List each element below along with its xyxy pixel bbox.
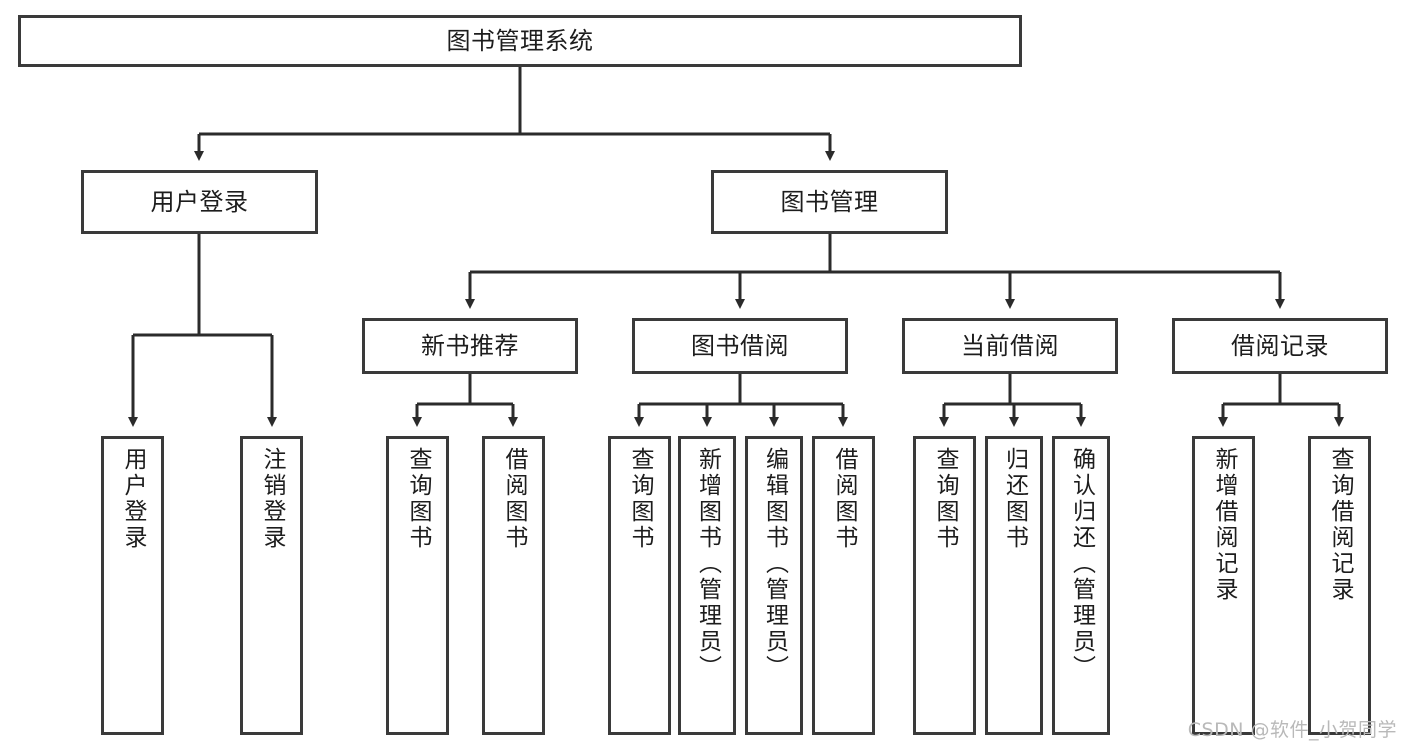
node-leaf-user-logout[interactable]: 注销登录	[240, 436, 303, 735]
node-user-login[interactable]: 用户登录	[81, 170, 318, 234]
node-leaf-query-record-label: 查询借阅记录	[1327, 447, 1353, 603]
node-root-label: 图书管理系统	[446, 26, 594, 55]
node-leaf-query-book-rec-label: 查询图书	[405, 447, 431, 551]
node-leaf-query-book-borrow[interactable]: 查询图书	[608, 436, 671, 735]
watermark-text: CSDN @软件_小贺同学	[1187, 719, 1397, 741]
node-user-login-label: 用户登录	[150, 187, 249, 216]
node-leaf-query-book-current[interactable]: 查询图书	[913, 436, 976, 735]
node-leaf-user-login-label: 用户登录	[120, 447, 146, 551]
node-leaf-edit-book-label: 编辑图书（管理员）	[761, 447, 788, 681]
node-leaf-confirm-return[interactable]: 确认归还（管理员）	[1052, 436, 1110, 735]
node-borrow-record[interactable]: 借阅记录	[1172, 318, 1388, 374]
node-book-manage[interactable]: 图书管理	[711, 170, 948, 234]
node-new-book-rec-label: 新书推荐	[421, 331, 519, 360]
node-book-borrow-label: 图书借阅	[691, 331, 789, 360]
node-new-book-rec[interactable]: 新书推荐	[362, 318, 578, 374]
node-current-borrow[interactable]: 当前借阅	[902, 318, 1118, 374]
node-leaf-query-record[interactable]: 查询借阅记录	[1308, 436, 1371, 735]
node-leaf-add-book[interactable]: 新增图书（管理员）	[678, 436, 736, 735]
node-leaf-add-record[interactable]: 新增借阅记录	[1192, 436, 1255, 735]
node-book-borrow[interactable]: 图书借阅	[632, 318, 848, 374]
node-leaf-add-book-label: 新增图书（管理员）	[694, 447, 721, 681]
node-leaf-user-logout-label: 注销登录	[259, 447, 285, 551]
node-leaf-add-record-label: 新增借阅记录	[1211, 447, 1237, 603]
node-leaf-query-book-rec[interactable]: 查询图书	[386, 436, 449, 735]
node-leaf-return-book-label: 归还图书	[1001, 447, 1028, 551]
node-leaf-confirm-return-label: 确认归还（管理员）	[1068, 447, 1095, 681]
node-leaf-edit-book[interactable]: 编辑图书（管理员）	[745, 436, 803, 735]
node-leaf-user-login[interactable]: 用户登录	[101, 436, 164, 735]
node-leaf-return-book[interactable]: 归还图书	[985, 436, 1043, 735]
node-leaf-query-book-current-label: 查询图书	[932, 447, 958, 551]
node-book-manage-label: 图书管理	[780, 187, 879, 216]
node-leaf-borrow-book-rec-label: 借阅图书	[501, 447, 527, 551]
node-leaf-borrow-book[interactable]: 借阅图书	[812, 436, 875, 735]
node-current-borrow-label: 当前借阅	[961, 331, 1059, 360]
node-borrow-record-label: 借阅记录	[1231, 331, 1329, 360]
node-leaf-query-book-borrow-label: 查询图书	[627, 447, 653, 551]
node-root[interactable]: 图书管理系统	[18, 15, 1022, 67]
node-leaf-borrow-book-rec[interactable]: 借阅图书	[482, 436, 545, 735]
node-leaf-borrow-book-label: 借阅图书	[831, 447, 857, 551]
